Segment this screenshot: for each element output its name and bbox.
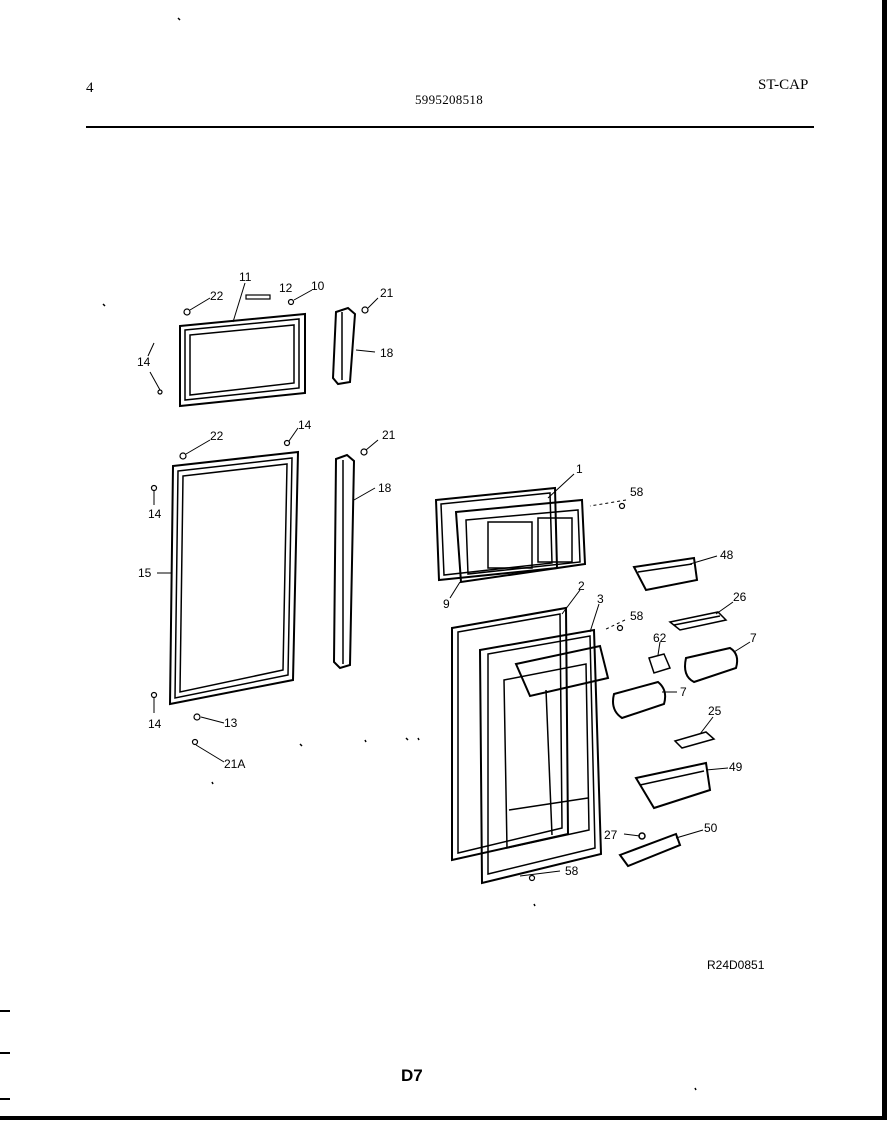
part-label: 58 [630,485,644,499]
part-label: 7 [680,685,687,699]
part-label: 22 [210,289,224,303]
fresh-food-door-liner [478,628,610,885]
part-labels: 11 12 10 22 14 21 18 22 14 21 18 14 15 1… [137,270,757,878]
page-number: 4 [86,80,94,96]
right-border [882,0,887,1118]
part-label: 26 [733,590,747,604]
part-label: 14 [137,355,151,369]
edge-mark [0,1098,10,1100]
freezer-door-liner [454,498,587,584]
fresh-food-door-panel [451,606,570,862]
part-label: 25 [708,704,722,718]
shelf-48 [632,556,699,592]
part-label: 62 [653,631,667,645]
reference-code: R24D0851 [707,958,765,972]
part-label: 21A [224,757,245,771]
bin-7-lower [612,680,667,720]
part-label: 48 [720,548,734,562]
part-label: 58 [630,609,644,623]
part-label: 13 [224,716,238,730]
part-number: 5995208518 [415,92,483,107]
part-label: 18 [380,346,394,360]
part-label: 22 [210,429,224,443]
part-label: 58 [565,864,579,878]
part-label: 21 [380,286,394,300]
scan-specks [102,17,697,1091]
fresh-food-door-gasket [168,450,300,706]
fresh-food-door-handle [332,453,356,670]
edge-mark [0,1052,10,1054]
part-label: 14 [148,507,162,521]
part-label: 18 [378,481,392,495]
label-62 [648,653,672,674]
part-label: 7 [750,631,757,645]
part-label: 2 [578,579,585,593]
diagram-code: D7 [401,1066,423,1085]
leader-lines [147,282,751,877]
part-label: 9 [443,597,450,611]
freezer-door-gasket [179,312,306,408]
edge-mark [0,1010,10,1012]
part-label: 11 [239,270,252,284]
bin-7-upper [684,646,739,684]
part-label: 49 [729,760,743,774]
part-label: 12 [279,281,293,295]
part-label: 3 [597,592,604,606]
part-label: 15 [138,566,152,580]
model-code: ST-CAP [758,77,809,93]
part-label: 14 [298,418,312,432]
screw-parts [150,294,626,882]
shelf-26 [668,611,728,631]
part-label: 27 [604,828,618,842]
part-label: 21 [382,428,396,442]
bottom-border [0,1116,887,1120]
shelf-49 [634,761,712,810]
freezer-door-handle [331,306,357,386]
cover-25 [673,731,716,749]
shelf-50 [618,832,682,868]
part-label: 14 [148,717,162,731]
part-label: 50 [704,821,718,835]
part-label: 1 [576,462,583,476]
header-rule [86,126,814,128]
part-label: 10 [311,279,325,293]
